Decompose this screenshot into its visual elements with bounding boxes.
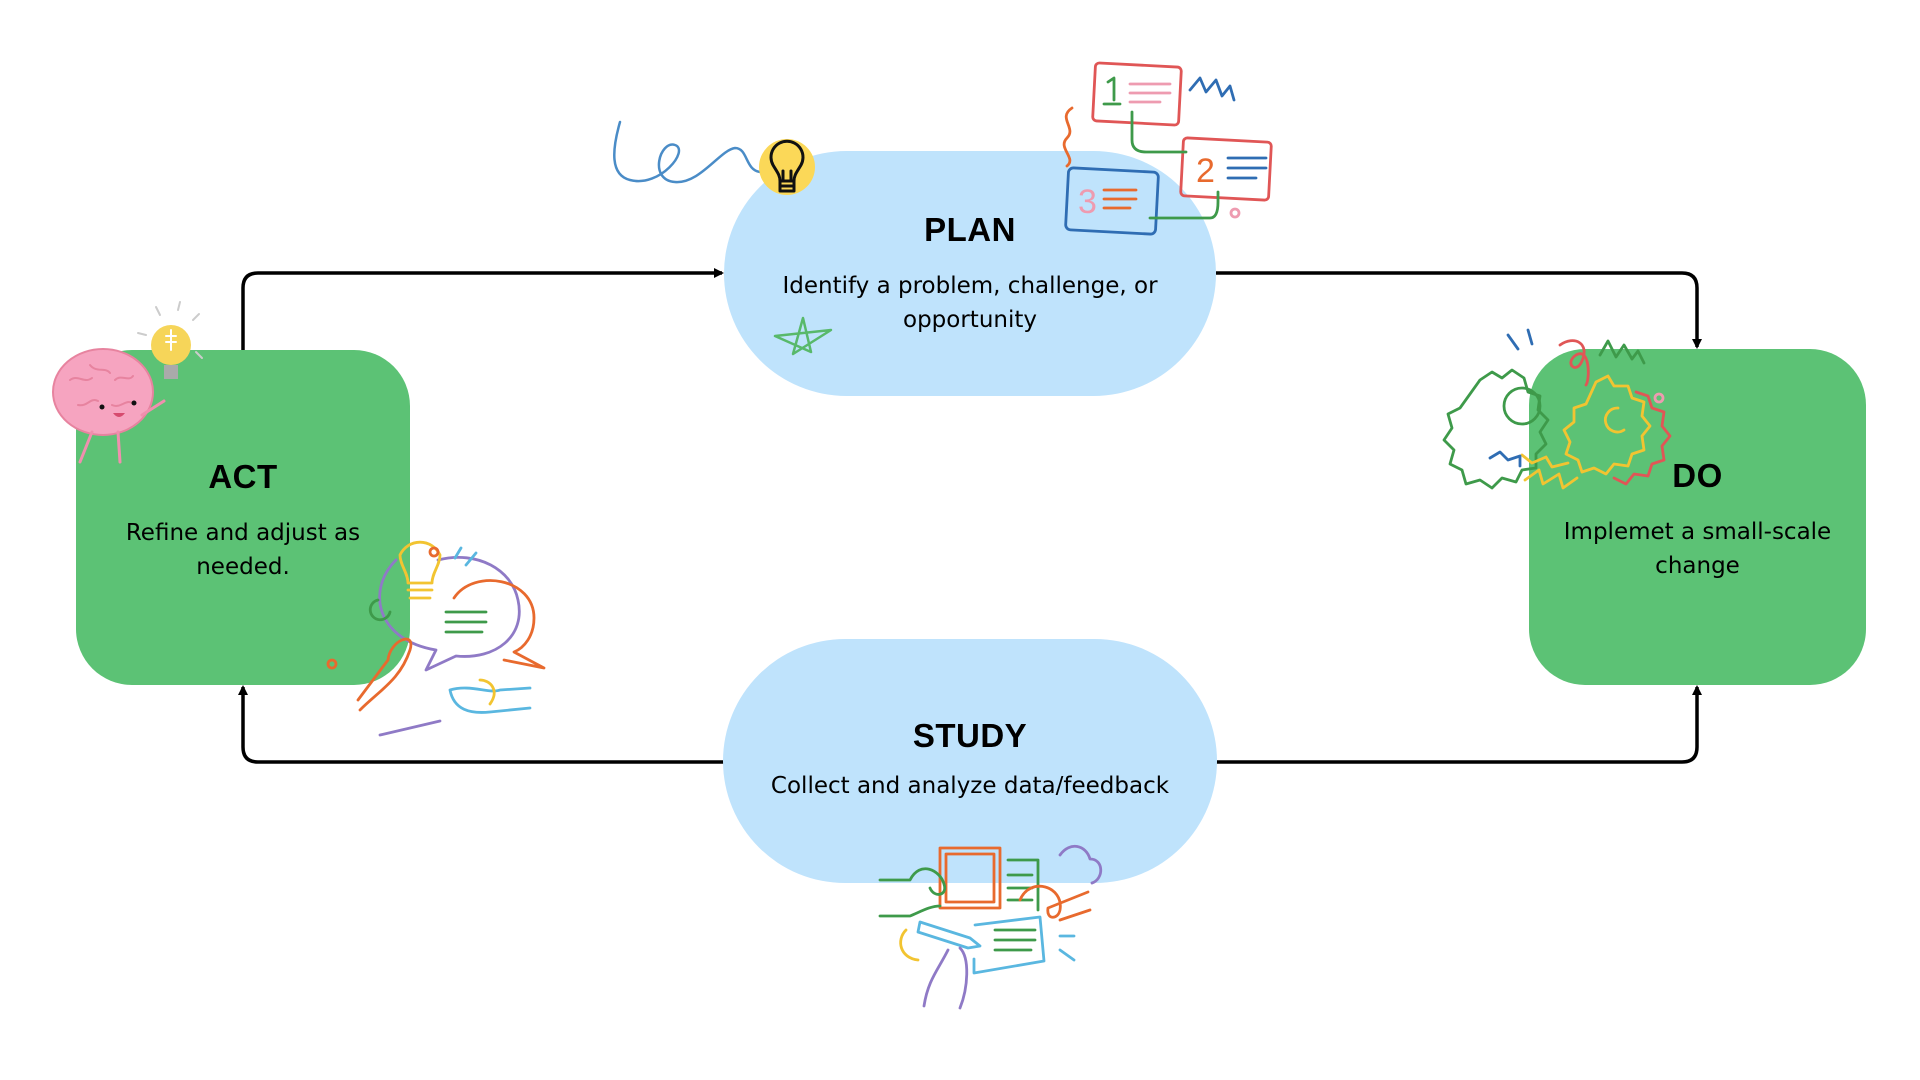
edge-study-to-act: [238, 685, 724, 764]
edge-plan-to-do: [1216, 271, 1702, 349]
brain-character: [52, 301, 203, 464]
brain-lightbulb-icon: [137, 301, 203, 379]
svg-text:3: 3: [1078, 183, 1097, 221]
do-description: Implemet a small-scale change: [1563, 519, 1832, 579]
do-title: DO: [1672, 457, 1723, 494]
numbered-list-doodle: 2 3: [1062, 61, 1273, 236]
study-title: STUDY: [912, 717, 1028, 754]
plan-title: PLAN: [924, 211, 1016, 248]
svg-text:2: 2: [1196, 152, 1215, 190]
gears-doodle: [1442, 328, 1672, 490]
study-node: STUDY Collect and analyze data/feedback: [723, 639, 1217, 883]
brainstorm-hands-doodle: [326, 540, 546, 737]
edge-study-to-do: [1216, 685, 1702, 764]
study-notes-doodle: [878, 845, 1103, 1010]
edge-act-to-plan: [241, 268, 724, 350]
squiggle-doodle: [613, 120, 762, 184]
plan-node: PLAN Identify a problem, challenge, or o…: [724, 151, 1216, 396]
act-title: ACT: [208, 458, 278, 495]
act-description: Refine and adjust as needed.: [125, 520, 361, 580]
study-description: Collect and analyze data/feedback: [770, 773, 1170, 799]
lightbulb-icon: [759, 139, 815, 195]
star-doodle: [773, 316, 833, 356]
plan-description: Identify a problem, challenge, or opport…: [782, 273, 1158, 333]
